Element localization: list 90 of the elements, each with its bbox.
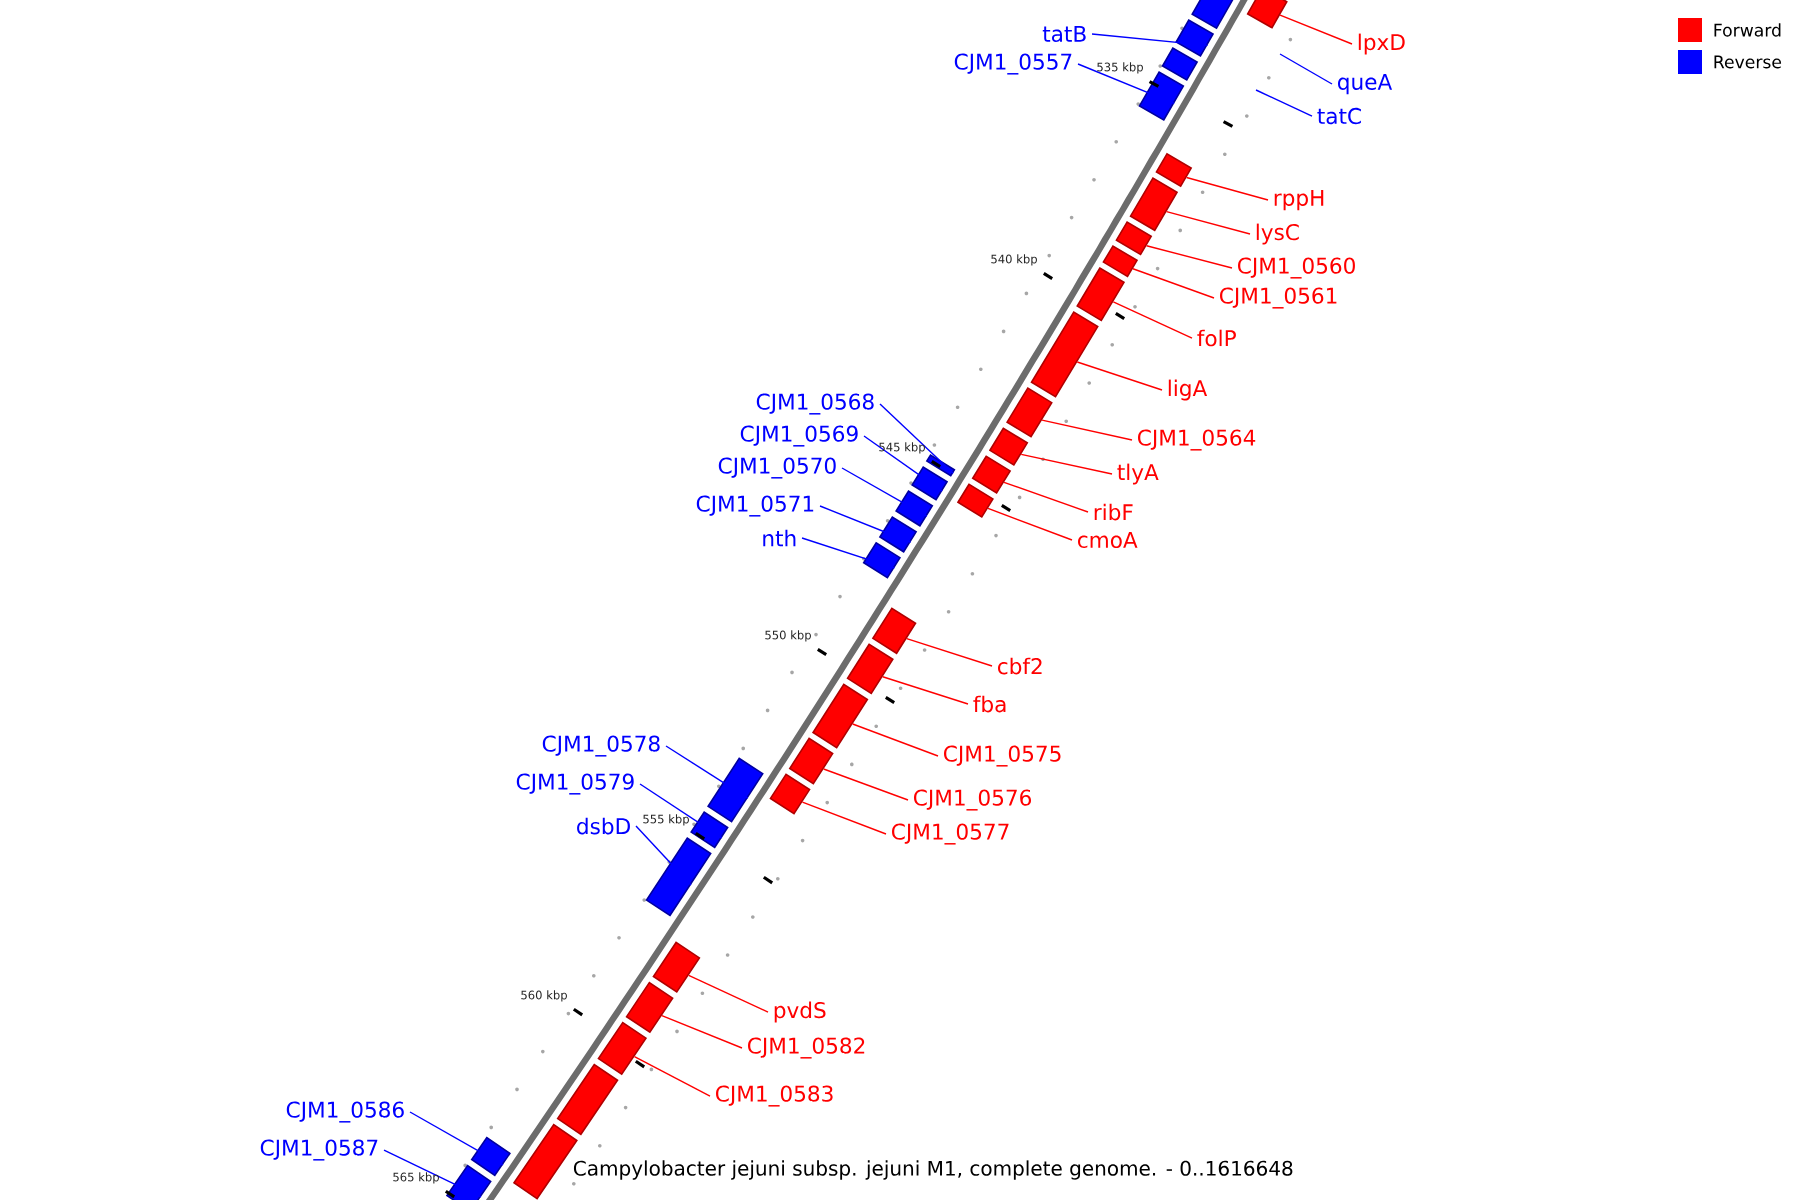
gene-label: CJM1_0587: [260, 1139, 378, 1161]
gene-label: CJM1_0575: [944, 745, 1061, 767]
gene-label: cmoA: [1078, 532, 1138, 549]
leader-line: [1041, 419, 1133, 441]
leader-line: [1076, 361, 1163, 391]
genome-caption: Campylobacter jejuni subsp. jejuni M1, complete genome. - 0..1616648: [573, 1160, 1293, 1180]
gene-label: ligA: [1168, 379, 1208, 401]
gene-block: [871, 607, 917, 655]
gene-label: CJM1_0576: [914, 789, 1031, 811]
leader-line: [906, 638, 993, 667]
gene-block: [846, 643, 894, 695]
gene-label: CJM1_0577: [892, 823, 1009, 845]
leader-line: [1279, 53, 1333, 85]
leader-line: [383, 1149, 482, 1198]
gene-label: rppH: [1274, 189, 1324, 211]
legend-label: Reverse: [1714, 55, 1782, 69]
gene-block: [988, 427, 1029, 467]
gene-label: nth: [763, 529, 796, 547]
leader-line: [822, 768, 909, 801]
gene-label: CJM1_0578: [542, 735, 660, 757]
gene-block: [862, 541, 902, 579]
leader-line: [882, 676, 969, 705]
leader-line: [661, 1014, 743, 1049]
gene-label: pvdS: [774, 1001, 826, 1023]
gene-label: CJM1_0571: [696, 495, 814, 517]
gene-label: CJM1_0560: [1238, 257, 1355, 279]
gene-block: [690, 811, 729, 849]
leader-line: [1279, 14, 1353, 45]
gene-label: ribF: [1094, 503, 1133, 521]
gene-label: CJM1_0569: [740, 425, 858, 447]
gene-block: [956, 483, 994, 519]
leader-line: [863, 435, 943, 492]
leader-line: [1020, 453, 1113, 475]
leader-line: [1077, 63, 1175, 105]
gene-label: CJM1_0586: [286, 1101, 404, 1123]
gene-label: fba: [973, 695, 1006, 713]
leader-line: [1132, 268, 1215, 299]
legend-label: Forward: [1714, 23, 1781, 37]
gene-label: CJM1_0557: [954, 53, 1072, 75]
gene-block: [556, 1063, 619, 1136]
leader-line: [1255, 89, 1313, 117]
leader-line: [635, 825, 692, 886]
gene-label: lysC: [1256, 223, 1299, 245]
gene-label: CJM1_0568: [756, 393, 874, 415]
leader-line: [851, 723, 939, 757]
gene-block: [707, 757, 764, 823]
gene-block: [645, 837, 712, 917]
gene-label: CJM1_0583: [716, 1085, 833, 1107]
leader-line: [639, 783, 723, 839]
gene-label: CJM1_0561: [1220, 287, 1337, 309]
gene-label: CJM1_0564: [1138, 429, 1256, 451]
gene-block: [895, 489, 934, 527]
leader-line: [841, 467, 928, 517]
leader-line: [1112, 301, 1193, 339]
leader-line: [819, 505, 912, 543]
gene-label: CJM1_0579: [516, 773, 634, 795]
gene-block: [512, 1123, 578, 1200]
gene-block: [811, 683, 869, 749]
gene-block: [1006, 387, 1053, 438]
leader-line: [633, 1056, 711, 1097]
leader-line: [688, 974, 769, 1013]
gene-block: [625, 981, 674, 1034]
leader-line: [1003, 481, 1089, 513]
gene-block: [652, 941, 701, 994]
leader-line: [1165, 211, 1251, 235]
leader-line: [409, 1111, 504, 1166]
leader-line: [801, 801, 887, 835]
gene-label: tatB: [1042, 26, 1086, 43]
gene-block: [1030, 311, 1099, 398]
leader-line: [1145, 245, 1233, 269]
gene-block: [788, 737, 834, 785]
gene-label: folP: [1197, 329, 1236, 347]
gene-block: [911, 465, 949, 501]
gene-label: lpxD: [1358, 33, 1405, 55]
gene-label: tatC: [1317, 107, 1361, 125]
gene-block: [769, 773, 811, 815]
leader-line: [987, 507, 1073, 541]
leader-line: [665, 745, 749, 799]
gene-label: cbf2: [998, 657, 1042, 675]
gene-block: [470, 1136, 511, 1177]
leader-line: [1091, 33, 1209, 47]
leader-line: [1185, 176, 1269, 201]
leader-line: [879, 403, 954, 474]
gene-label: tlyA: [1117, 463, 1159, 485]
gene-label: CJM1_0570: [718, 457, 836, 479]
gene-label: CJM1_0582: [748, 1037, 865, 1059]
leader-line: [801, 537, 896, 569]
gene-label: dsbD: [577, 817, 630, 835]
gene-block: [1246, 0, 1288, 29]
gene-label: queA: [1338, 73, 1393, 95]
